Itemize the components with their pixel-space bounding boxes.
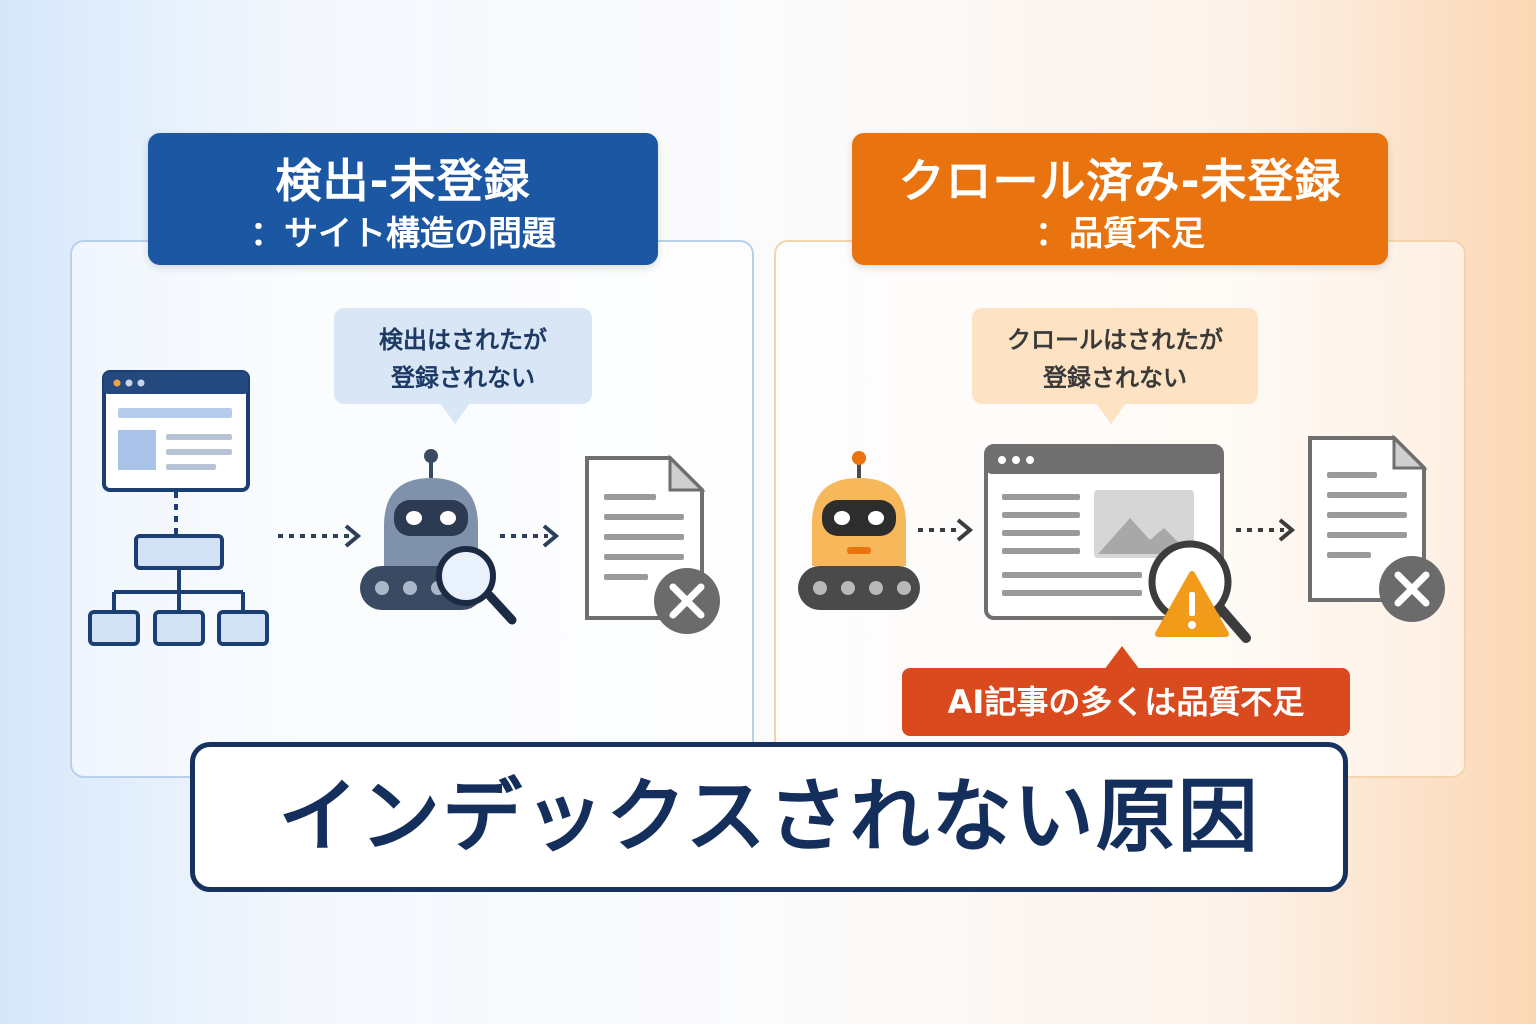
magnifier-icon [436,546,517,625]
robot-icon [798,451,920,610]
reject-x-icon [654,568,720,634]
right-bubble-line-2: 登録されない [1043,364,1187,392]
arrow-icon [500,524,560,548]
right-bubble-tail [1096,403,1126,424]
left-speech-bubble: 検出はされたが 登録されない [334,308,592,404]
right-title: クロール済み-未登録 [898,154,1342,208]
left-subtitle: ：サイト構造の問題 [250,214,556,254]
right-speech-bubble: クロールはされたが 登録されない [972,308,1258,404]
left-bubble-line-1: 検出はされたが [379,326,547,354]
arrow-icon [918,518,974,542]
warning-icon [1155,571,1229,637]
main-title-banner: インデックスされない原因 [190,742,1348,892]
right-bubble-line-1: クロールはされたが [1007,326,1223,354]
document-icon [1308,434,1428,602]
arrow-icon [278,524,362,548]
browser-window-icon [102,370,250,492]
quality-alert-label: AI記事の多くは品質不足 [902,668,1350,736]
image-placeholder-icon [1094,490,1194,558]
right-title-box: クロール済み-未登録 ：品質不足 [852,133,1388,265]
left-title: 検出-未登録 [275,154,531,208]
sitemap-tree-icon [88,492,269,646]
left-title-box: 検出-未登録 ：サイト構造の問題 [148,133,658,265]
arrow-icon [1236,518,1296,542]
alert-pointer [1104,646,1140,670]
reject-x-icon [1379,556,1445,622]
right-subtitle: ：品質不足 [1035,214,1205,254]
left-bubble-line-2: 登録されない [391,364,535,392]
left-bubble-tail [440,403,470,424]
